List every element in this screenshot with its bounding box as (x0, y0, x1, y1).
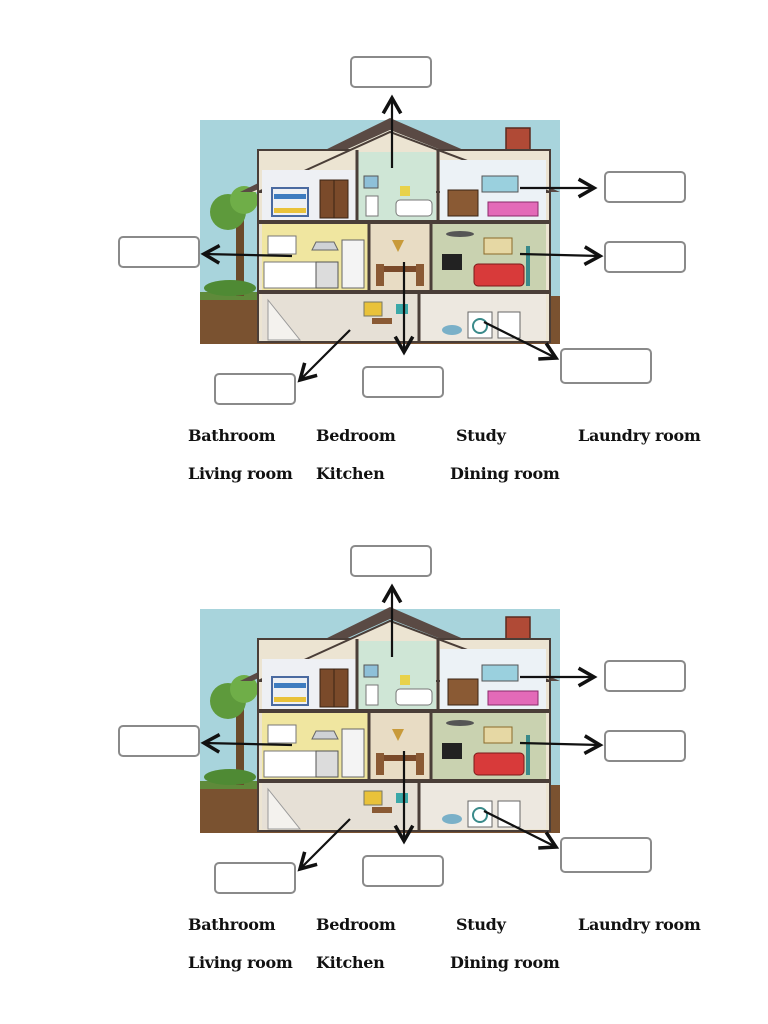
kitchen-window (267, 235, 297, 255)
word-bathroom: Bathroom (188, 915, 276, 934)
bunk-bed (271, 676, 309, 706)
lamp (526, 246, 530, 286)
dining-table (380, 266, 420, 272)
word-bedroom: Bedroom (316, 426, 396, 445)
answer-box-right-lower[interactable] (604, 730, 686, 762)
answer-box-left[interactable] (118, 236, 200, 268)
bed (487, 690, 539, 706)
fridge (341, 239, 365, 289)
bedroom-window (481, 175, 519, 193)
sofa (473, 752, 525, 776)
dresser (447, 189, 479, 217)
stove (315, 261, 339, 289)
word-kitchen: Kitchen (316, 953, 385, 972)
answer-box-right-upper[interactable] (604, 171, 686, 203)
kitchen-cabinets (263, 261, 325, 289)
arrow-study (297, 818, 351, 872)
roof (240, 607, 560, 681)
arrow-study (297, 329, 351, 383)
answer-box-top[interactable] (350, 56, 432, 88)
house-diagram (200, 583, 604, 872)
bulletin-board (363, 790, 383, 806)
word-kitchen: Kitchen (316, 464, 385, 483)
arrow-kitchen (200, 733, 293, 754)
answer-box-bottom-right[interactable] (560, 837, 652, 873)
sink (365, 195, 379, 217)
dining-chair (376, 264, 384, 286)
kitchen-window (267, 724, 297, 744)
bed (487, 201, 539, 217)
house-diagram (200, 94, 604, 383)
answer-box-right-upper[interactable] (604, 660, 686, 692)
bathroom-mirror (363, 664, 379, 678)
worksheet-top: Bathroom Bedroom Study Laundry room Livi… (0, 0, 768, 490)
ceiling-fan (446, 231, 474, 237)
sink (365, 684, 379, 706)
worksheet-bottom: Bathroom Bedroom Study Laundry room Livi… (0, 489, 768, 979)
tv (442, 743, 462, 759)
desk (372, 318, 392, 324)
arrow-laundry-room (483, 321, 560, 361)
answer-box-bottom-left[interactable] (214, 862, 296, 894)
stove (315, 750, 339, 778)
arrow-laundry-room (483, 810, 560, 850)
answer-box-left[interactable] (118, 725, 200, 757)
answer-box-top[interactable] (350, 545, 432, 577)
answer-box-right-lower[interactable] (604, 241, 686, 273)
sofa (473, 263, 525, 287)
word-dining-room: Dining room (450, 953, 560, 972)
kitchen-cabinets (263, 750, 325, 778)
tree-trunk (236, 699, 244, 785)
answer-box-bottom-right[interactable] (560, 348, 652, 384)
bush (204, 769, 256, 785)
chandelier (392, 729, 404, 741)
answer-box-bottom-center[interactable] (362, 855, 444, 887)
roof (240, 118, 560, 192)
lamp (526, 735, 530, 775)
stairs (267, 787, 302, 830)
bathtub (395, 688, 433, 706)
bedroom-window (481, 664, 519, 682)
word-bedroom: Bedroom (316, 915, 396, 934)
dresser (447, 678, 479, 706)
bathroom-mirror (363, 175, 379, 189)
range-hood (311, 241, 339, 251)
word-study: Study (456, 915, 506, 934)
word-living-room: Living room (188, 464, 293, 483)
word-living-room: Living room (188, 953, 293, 972)
desk (372, 807, 392, 813)
bush (204, 280, 256, 296)
word-bathroom: Bathroom (188, 426, 276, 445)
range-hood (311, 730, 339, 740)
painting (483, 237, 513, 255)
laundry-basket (442, 325, 462, 335)
painting (483, 726, 513, 744)
arrow-living-room (519, 245, 604, 266)
word-study: Study (456, 426, 506, 445)
tree-trunk (236, 210, 244, 296)
bunk-bed (271, 187, 309, 217)
word-dining-room: Dining room (450, 464, 560, 483)
computer (396, 304, 408, 314)
computer (396, 793, 408, 803)
arrow-living-room (519, 734, 604, 755)
towel (400, 186, 410, 196)
towel (400, 675, 410, 685)
stairs (267, 298, 302, 341)
arrow-kitchen (200, 244, 293, 265)
bulletin-board (363, 301, 383, 317)
ceiling-fan (446, 720, 474, 726)
tv (442, 254, 462, 270)
bathtub (395, 199, 433, 217)
fridge (341, 728, 365, 778)
chandelier (392, 240, 404, 252)
answer-box-bottom-left[interactable] (214, 373, 296, 405)
laundry-basket (442, 814, 462, 824)
word-laundry-room: Laundry room (578, 915, 701, 934)
answer-box-bottom-center[interactable] (362, 366, 444, 398)
dining-chair (376, 753, 384, 775)
dining-table (380, 755, 420, 761)
word-laundry-room: Laundry room (578, 426, 701, 445)
